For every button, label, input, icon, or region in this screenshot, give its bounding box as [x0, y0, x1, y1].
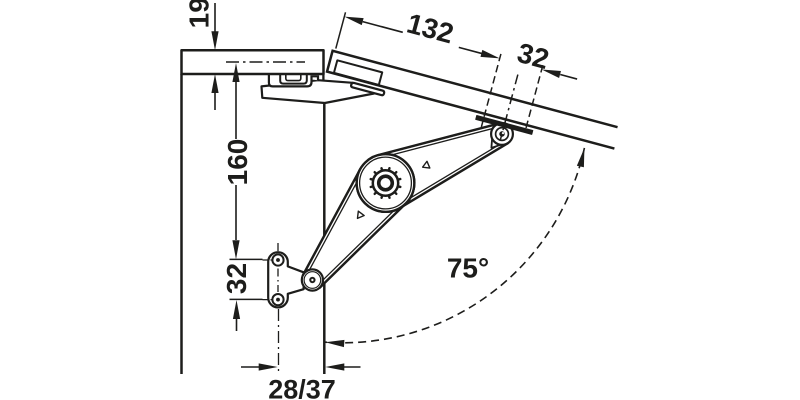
- svg-text:28/37: 28/37: [268, 375, 336, 400]
- svg-text:19: 19: [184, 0, 215, 28]
- svg-text:75°: 75°: [447, 253, 489, 284]
- svg-text:32: 32: [221, 263, 252, 294]
- svg-text:160: 160: [222, 139, 253, 186]
